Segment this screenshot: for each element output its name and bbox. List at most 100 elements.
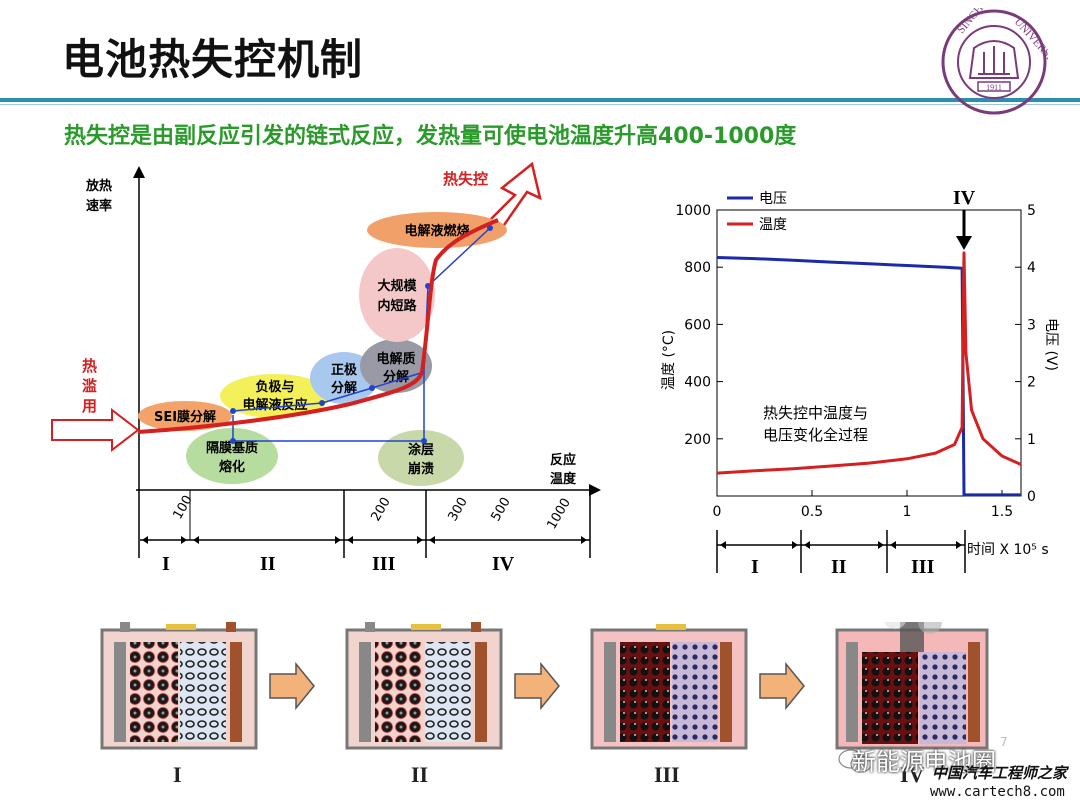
heat-abuse-label-1: 热 (82, 357, 97, 375)
y-tick-label-left: 1000 (675, 203, 711, 219)
temp-tick-500: 500 (488, 495, 513, 524)
wechat-icon (838, 748, 872, 774)
slide-title: 电池热失控机制 (62, 35, 364, 84)
time-stage-I: I (751, 556, 759, 578)
x-tick-label: 1 (903, 504, 912, 520)
battery-cell-III (590, 624, 748, 750)
connector-dot (319, 400, 325, 406)
combustion-label: 电解液燃烧 (404, 223, 469, 239)
cathode-label-1: 正极 (331, 362, 358, 378)
battery-cell-IV (835, 622, 989, 750)
connector-line-2 (232, 371, 425, 412)
connector-dot (369, 385, 375, 391)
cathode-label-2: 分解 (331, 380, 357, 396)
stage-marker-arrow-head (956, 236, 972, 250)
connector-line (232, 227, 491, 442)
cell-label-I: I (173, 762, 182, 787)
legend-voltage: 电压 (759, 191, 787, 207)
chart-annotation-2: 电压变化全过程 (763, 426, 868, 444)
y-tick-label-left: 400 (684, 375, 711, 391)
sei-label: SEI膜分解 (154, 409, 216, 425)
heat-release-curve (137, 218, 499, 434)
x-axis-label: 时间 X 10⁵ s (967, 542, 1049, 558)
temp-tick-1000: 1000 (544, 496, 574, 532)
connector-dot (487, 225, 493, 231)
watermark-site-name: 中国汽车工程师之家 (932, 764, 1068, 782)
x-axis-label-2: 温度 (550, 471, 577, 487)
y-tick-label-right: 2 (1027, 375, 1036, 391)
combustion-ellipse (367, 212, 507, 248)
x-tick-label: 0.5 (801, 504, 823, 520)
short-circuit-ellipse (359, 248, 435, 342)
coating-label-2: 崩溃 (408, 461, 434, 477)
heat-abuse-label-3: 用 (82, 397, 97, 415)
sequence-arrow (514, 661, 560, 711)
stage-marker-IV: IV (953, 187, 976, 209)
cell-label-II: II (411, 762, 429, 787)
watermark-channel: 新能源电池圈 (852, 748, 996, 776)
stage-label-II: II (260, 553, 276, 575)
y-axis-label-1: 放热 (85, 178, 112, 194)
anode-ellipse (220, 374, 330, 418)
separator-label-1: 隔膜基质 (206, 440, 258, 456)
plot-area (716, 209, 1022, 497)
connector-dot (230, 408, 236, 414)
page-number: 7 (1000, 735, 1008, 749)
connector-dot (421, 438, 427, 444)
sequence-arrow (759, 661, 805, 711)
anode-label-1: 负极与 (255, 379, 294, 395)
y-tick-label-right: 3 (1027, 317, 1036, 333)
separator-ellipse (186, 428, 278, 484)
battery-cell-I (100, 622, 258, 750)
sequence-arrow (269, 661, 315, 711)
stage-label-IV: IV (492, 553, 515, 575)
y-tick-label-left: 600 (684, 317, 711, 333)
coating-label-1: 涂层 (408, 442, 434, 458)
chart-annotation-1: 热失控中温度与 (763, 404, 868, 422)
electrolyte-decomp-ellipse (360, 339, 432, 393)
y-axis-label-right: 电压 (V) (1043, 318, 1059, 371)
short-circuit-label-1: 大规模 (377, 278, 417, 294)
y-axis-label-2: 速率 (86, 198, 112, 214)
stage-label-III: III (372, 553, 396, 575)
y-tick-label-left: 800 (684, 260, 711, 276)
time-stage-III: III (911, 556, 935, 578)
x-tick-label: 1.5 (991, 504, 1013, 520)
temp-tick-300: 300 (445, 495, 470, 524)
short-circuit-label-2: 内短路 (377, 298, 417, 314)
x-axis-label-1: 反应 (550, 452, 576, 468)
thermal-runaway-arrow (488, 161, 542, 230)
heat-abuse-arrow (51, 407, 140, 453)
y-tick-label-right: 4 (1027, 260, 1036, 276)
chain-reaction-diagram: 放热 速率 反应 温度 热 滥 用 热失控 SEI膜分解 负极与 电解液反应 正… (51, 161, 601, 575)
y-tick-label-right: 5 (1027, 203, 1036, 219)
x-tick-label: 0 (713, 504, 722, 520)
y-tick-label-right: 0 (1027, 489, 1036, 505)
y-axis-label-left: 温度 (°C) (661, 330, 677, 390)
temperature-scale (138, 490, 591, 558)
temperature-series-line (716, 251, 1022, 475)
time-stage-II: II (831, 556, 847, 578)
y-tick-label-left: 200 (684, 432, 711, 448)
voltage-series-line (716, 256, 1021, 497)
electrolyte-decomp-label-1: 电解质 (376, 351, 415, 367)
stage-label-I: I (162, 553, 170, 575)
battery-cell-sequence: I (100, 622, 989, 750)
tsinghua-logo: 1911 SINGHUA UNIVERSITY (941, 8, 1048, 115)
battery-cell-II (345, 622, 503, 750)
cell-label-III: III (654, 762, 680, 787)
slide-subtitle: 热失控是由副反应引发的链式反应，发热量可使电池温度升高400-1000度 (64, 124, 797, 149)
temp-tick-200: 200 (368, 495, 393, 524)
time-stage-brackets (716, 530, 966, 573)
separator-label-2: 熔化 (219, 459, 245, 475)
watermark-url: www.cartech8.com (930, 784, 1065, 800)
thermal-runaway-label: 热失控 (443, 170, 488, 188)
temp-tick-100: 100 (170, 493, 195, 522)
electrolyte-decomp-label-2: 分解 (383, 369, 409, 385)
connector-dot (230, 438, 236, 444)
coating-ellipse (378, 430, 464, 486)
y-tick-label-right: 1 (1027, 432, 1036, 448)
cell-label-IV: IV (900, 762, 925, 787)
logo-year: 1911 (986, 83, 1002, 92)
